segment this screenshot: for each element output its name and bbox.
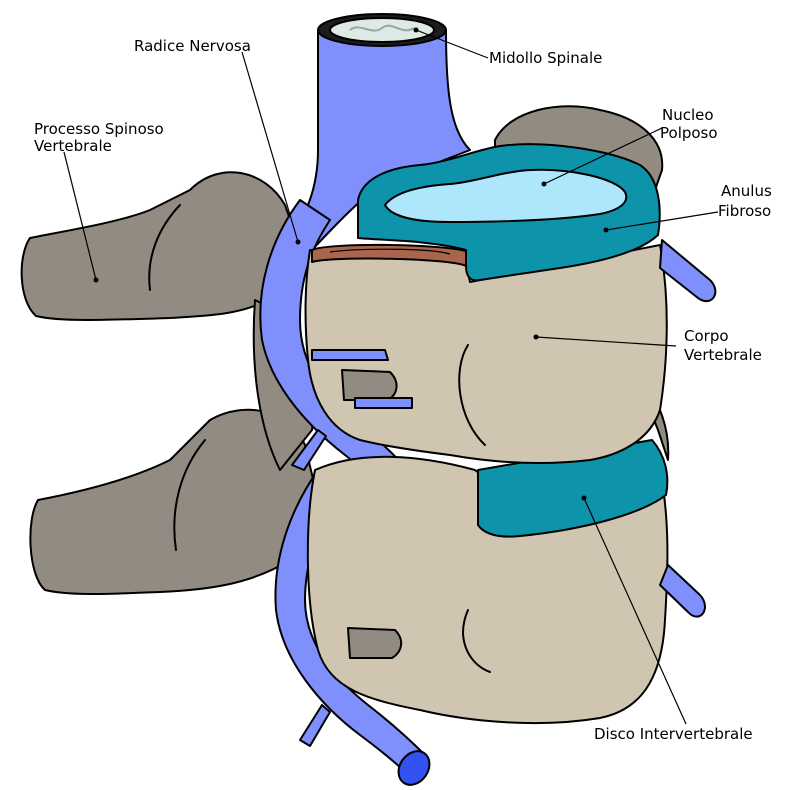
upper-branch-b (355, 398, 412, 408)
label-corpo-line2: Vertebrale (684, 346, 762, 364)
label-midollo-spinale: Midollo Spinale (489, 49, 602, 67)
label-processo-spinoso-line2: Vertebrale (34, 137, 112, 155)
label-disco-intervertebrale: Disco Intervertebrale (594, 725, 753, 743)
label-anulus-line1: Anulus (721, 182, 772, 200)
label-radice-nervosa: Radice Nervosa (134, 37, 251, 55)
upper-spinous-process (22, 172, 300, 320)
label-processo-spinoso-line1: Processo Spinoso (34, 120, 164, 138)
label-nucleo-line1: Nucleo (662, 106, 714, 124)
upper-branch-a (312, 350, 388, 360)
label-corpo-line1: Corpo (684, 327, 729, 345)
lower-nerve-fiber (300, 705, 330, 746)
upper-body-foramen (342, 370, 397, 400)
right-nerve-lower (660, 565, 705, 617)
right-nerve-upper (660, 240, 715, 301)
lower-body-foramen (348, 628, 401, 658)
label-nucleo-line2: Polposo (660, 124, 718, 142)
label-anulus-line2: Fibroso (718, 202, 771, 220)
